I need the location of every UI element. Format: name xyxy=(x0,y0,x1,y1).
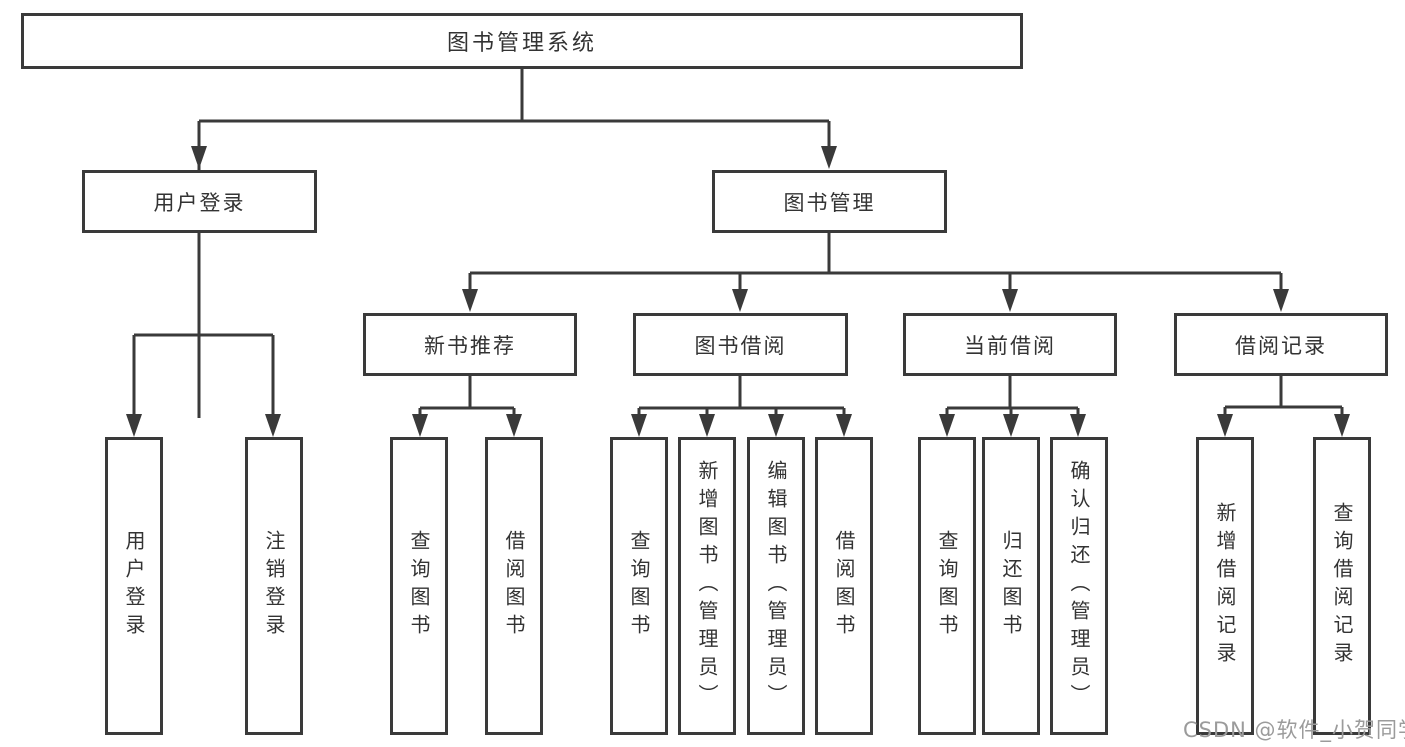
leaf-borrow-book: 借阅图书 xyxy=(815,437,873,735)
root-node: 图书管理系统 xyxy=(21,13,1023,69)
leaf-label: 用户登录 xyxy=(122,530,146,642)
leaf-return-book: 归还图书 xyxy=(982,437,1040,735)
node-current-borrow: 当前借阅 xyxy=(903,313,1117,376)
leaf-label: 新增图书（管理员） xyxy=(695,460,719,712)
leaf-add-book-admin: 新增图书（管理员） xyxy=(678,437,736,735)
leaf-user-login: 用户登录 xyxy=(105,437,163,735)
leaf-label: 借阅图书 xyxy=(832,530,856,642)
edge-newbook-to-leaves xyxy=(418,376,516,417)
leaf-borrow-book-recommend: 借阅图书 xyxy=(485,437,543,735)
edge-bookborrow-to-leaves xyxy=(637,376,846,417)
leaf-edit-book-admin: 编辑图书（管理员） xyxy=(747,437,805,735)
node-book-borrow: 图书借阅 xyxy=(633,313,848,376)
node-book-management: 图书管理 xyxy=(712,170,947,233)
node-label: 借阅记录 xyxy=(1235,333,1327,358)
leaf-label: 查询借阅记录 xyxy=(1330,502,1354,670)
node-label: 新书推荐 xyxy=(424,333,516,358)
edge-currentborrow-to-leaves xyxy=(945,376,1080,417)
leaf-label: 注销登录 xyxy=(262,530,286,642)
leaf-query-borrow-record: 查询借阅记录 xyxy=(1313,437,1371,735)
node-label: 用户登录 xyxy=(153,190,246,215)
csdn-watermark: CSDN @软件_小贺同学 xyxy=(1183,718,1405,742)
leaf-label: 借阅图书 xyxy=(502,530,526,642)
leaf-query-book-recommend: 查询图书 xyxy=(390,437,448,735)
node-label: 当前借阅 xyxy=(964,333,1056,358)
leaf-query-book-current: 查询图书 xyxy=(918,437,976,735)
node-user-login: 用户登录 xyxy=(82,170,317,233)
leaf-logout: 注销登录 xyxy=(245,437,303,735)
edge-root-to-level2 xyxy=(197,69,831,418)
leaf-label: 查询图书 xyxy=(627,530,651,642)
leaf-query-book-borrow: 查询图书 xyxy=(610,437,668,735)
edge-bookmgmt-to-level3 xyxy=(468,233,1283,292)
leaf-label: 归还图书 xyxy=(999,530,1023,642)
leaf-add-borrow-record: 新增借阅记录 xyxy=(1196,437,1254,735)
node-new-book-recommend: 新书推荐 xyxy=(363,313,577,376)
edge-userlogin-to-leaves xyxy=(132,233,275,417)
leaf-label: 确认归还（管理员） xyxy=(1067,460,1091,712)
root-node-label: 图书管理系统 xyxy=(446,31,597,56)
leaf-label: 编辑图书（管理员） xyxy=(764,460,788,712)
leaf-label: 查询图书 xyxy=(935,530,959,642)
node-label: 图书借阅 xyxy=(694,333,787,358)
edge-borrowrecord-to-leaves xyxy=(1223,376,1344,417)
leaf-label: 查询图书 xyxy=(407,530,431,642)
leaf-confirm-return-admin: 确认归还（管理员） xyxy=(1050,437,1108,735)
leaf-label: 新增借阅记录 xyxy=(1213,502,1237,670)
arrowheads xyxy=(126,146,1350,437)
node-borrow-records: 借阅记录 xyxy=(1174,313,1388,376)
node-label: 图书管理 xyxy=(783,190,876,215)
